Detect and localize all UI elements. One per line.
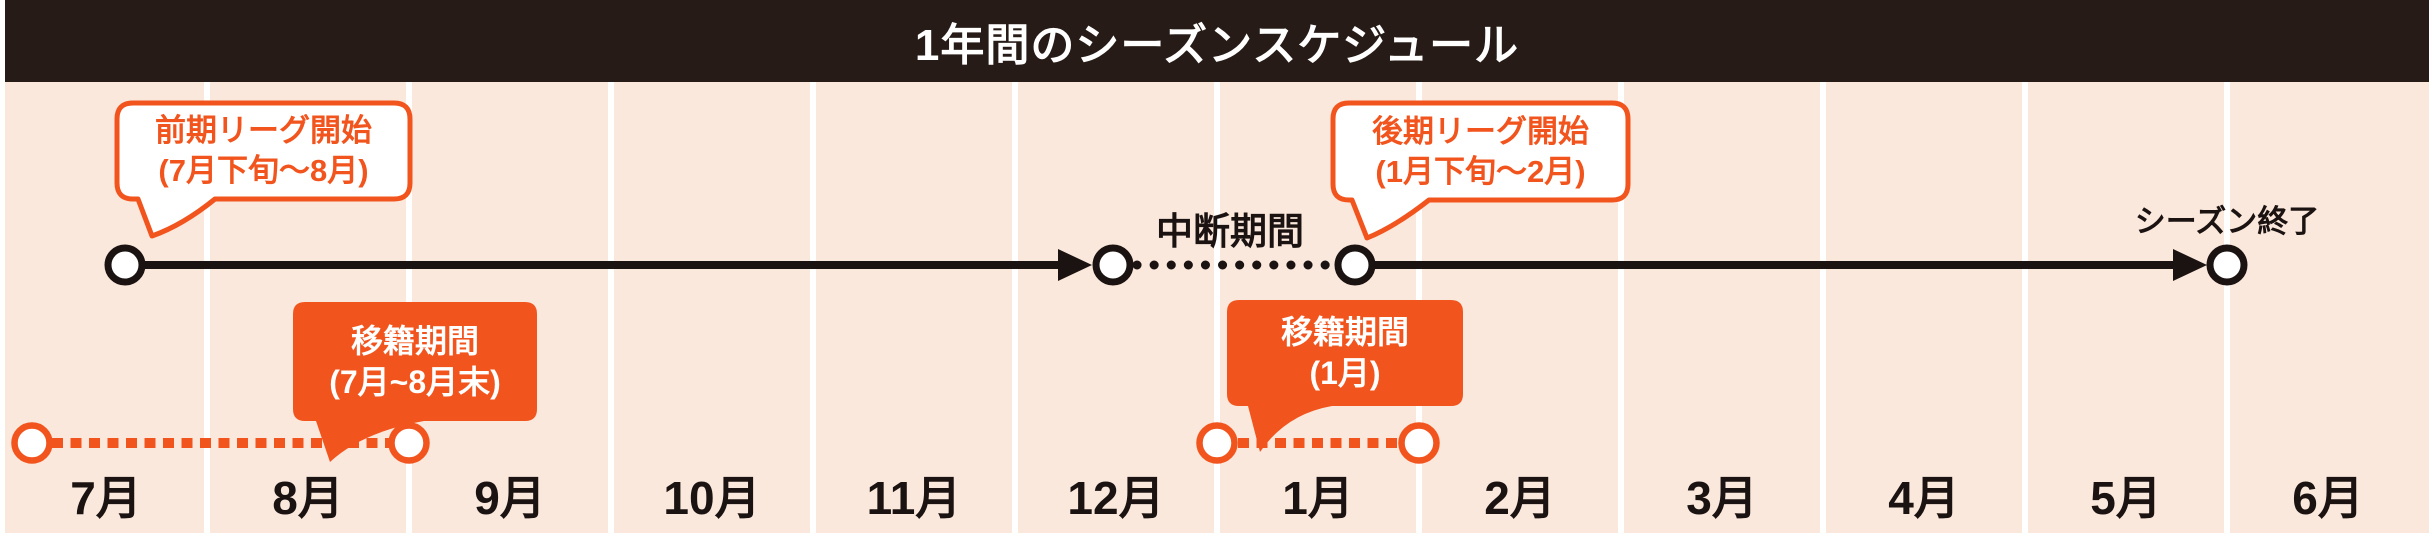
second-half-arrowhead-icon	[2173, 249, 2207, 281]
month-label-mar: 3月	[1686, 472, 1758, 524]
month-gridline	[2022, 82, 2028, 533]
winter-transfer-bubble-line1: 移籍期間	[1280, 314, 1409, 350]
month-label-nov: 11月	[866, 472, 962, 524]
month-label-oct: 10月	[663, 472, 761, 524]
month-gridline	[608, 82, 614, 533]
first-league-bubble-line1: 前期リーグ開始	[155, 113, 372, 148]
month-gridline	[1820, 82, 1826, 533]
winter-transfer-bubble-line2: (1月)	[1309, 355, 1381, 391]
winter-transfer-start-marker	[1196, 422, 1238, 464]
page-title: 1年間のシーズンスケジュール	[914, 21, 1520, 70]
second-league-bubble-line1: 後期リーグ開始	[1372, 113, 1589, 149]
winter-transfer-bubble: 移籍期間 (1月)	[1227, 300, 1463, 406]
month-gridline	[204, 82, 210, 533]
summer-transfer-start-marker	[11, 422, 53, 464]
summer-transfer-bubble-line2: (7月~8月末)	[329, 363, 501, 400]
second-league-bubble-line2: (1月下旬〜2月)	[1375, 153, 1586, 189]
summer-transfer-bubble-shape	[293, 302, 537, 462]
header-bar: 1年間のシーズンスケジュール	[5, 0, 2429, 82]
summer-transfer-bubble: 移籍期間 (7月~8月末)	[293, 302, 537, 421]
first-half-arrowhead-icon	[1058, 249, 1092, 281]
month-label-jul: 7月	[70, 472, 142, 524]
break-end-marker	[1334, 244, 1376, 286]
break-start-marker	[1092, 244, 1134, 286]
first-league-bubble: 前期リーグ開始 (7月下旬〜8月)	[117, 103, 410, 199]
second-league-bubble-shape	[1330, 100, 1631, 241]
first-league-bubble-line2: (7月下旬〜8月)	[158, 153, 369, 188]
month-label-aug: 8月	[272, 472, 344, 524]
month-label-jan: 1月	[1282, 472, 1354, 524]
break-period-label: 中断期間	[1156, 211, 1304, 252]
month-gridline	[1214, 82, 1220, 533]
winter-transfer-end-marker	[1398, 422, 1440, 464]
month-gridline	[810, 82, 816, 533]
month-label-feb: 2月	[1484, 472, 1556, 524]
winter-transfer-bubble-shape	[1227, 300, 1463, 452]
month-label-may: 5月	[2090, 472, 2162, 524]
month-axis: 7月 8月 9月 10月 11月 12月 1月 2月 3月 4月 5月 6月	[5, 468, 2429, 528]
month-label-sep: 9月	[474, 472, 546, 524]
summer-transfer-end-marker	[388, 422, 430, 464]
month-label-apr: 4月	[1888, 472, 1960, 524]
month-gridline	[1618, 82, 1624, 533]
month-gridline	[1012, 82, 1018, 533]
season-end-label: シーズン終了	[2134, 204, 2320, 239]
month-label-dec: 12月	[1067, 472, 1165, 524]
month-label-jun: 6月	[2292, 472, 2364, 524]
season-start-marker	[104, 244, 146, 286]
summer-transfer-bubble-line1: 移籍期間	[350, 322, 479, 359]
second-league-bubble: 後期リーグ開始 (1月下旬〜2月)	[1333, 103, 1628, 200]
month-gridline	[2224, 82, 2230, 533]
season-end-marker	[2206, 244, 2248, 286]
first-league-bubble-shape	[114, 100, 413, 239]
